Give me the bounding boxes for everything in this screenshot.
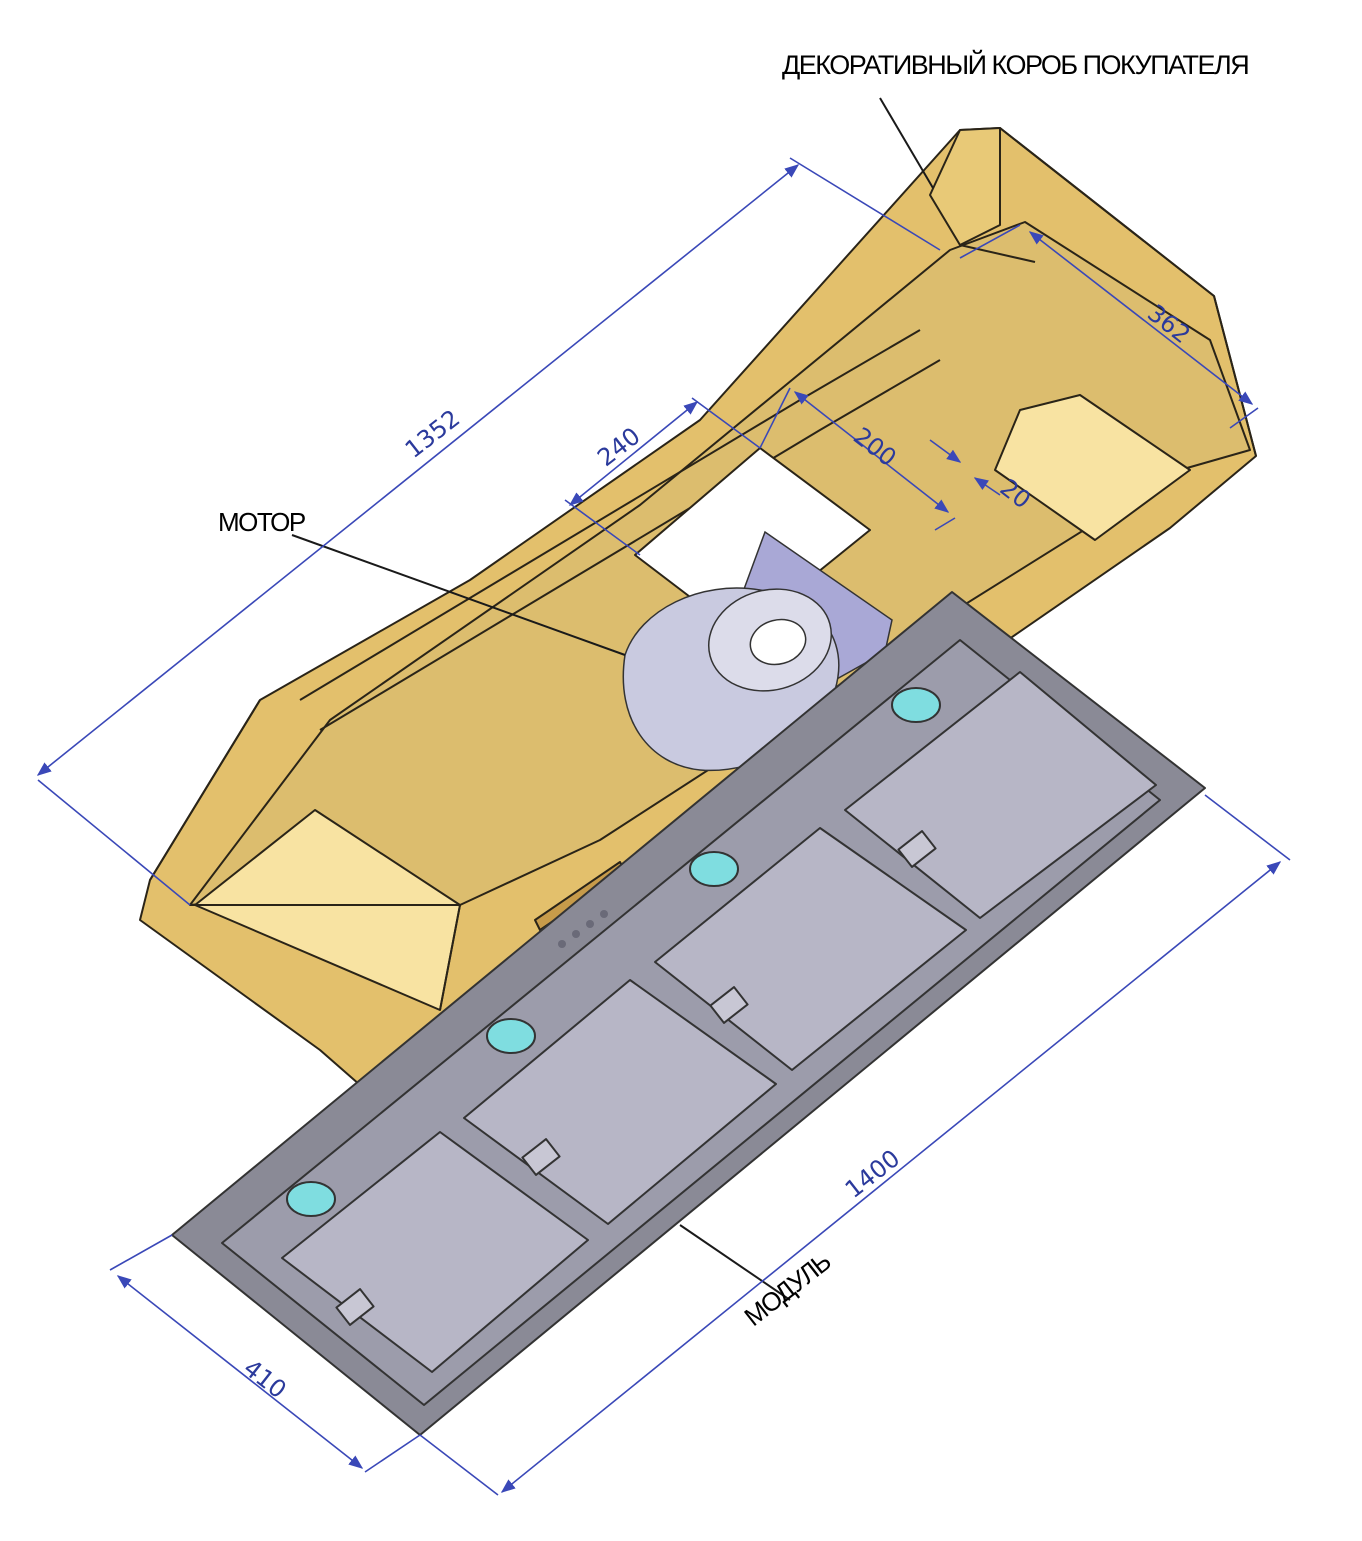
lamp-2 [486,1018,536,1054]
dim-line-1400 [500,861,1282,1493]
dim-line-1352 [36,164,800,776]
dim-line-200 [793,391,950,513]
lamp-1 [286,1181,336,1217]
dim-line-410 [116,1275,364,1469]
dim-line-362 [1028,231,1254,405]
label-motor: МОТОР [218,507,306,537]
filter-handle-4 [897,830,937,868]
leader-box [879,97,934,189]
lamp-3 [689,851,739,887]
dim-line-240 [568,401,699,506]
label-decorative-box: ДЕКОРАТИВНЫЙ КОРОБ ПОКУПАТЕЛЯ [782,50,1250,80]
dim-line-20 [929,439,962,463]
box-top-face [929,127,1001,246]
lamp-4 [891,687,941,723]
